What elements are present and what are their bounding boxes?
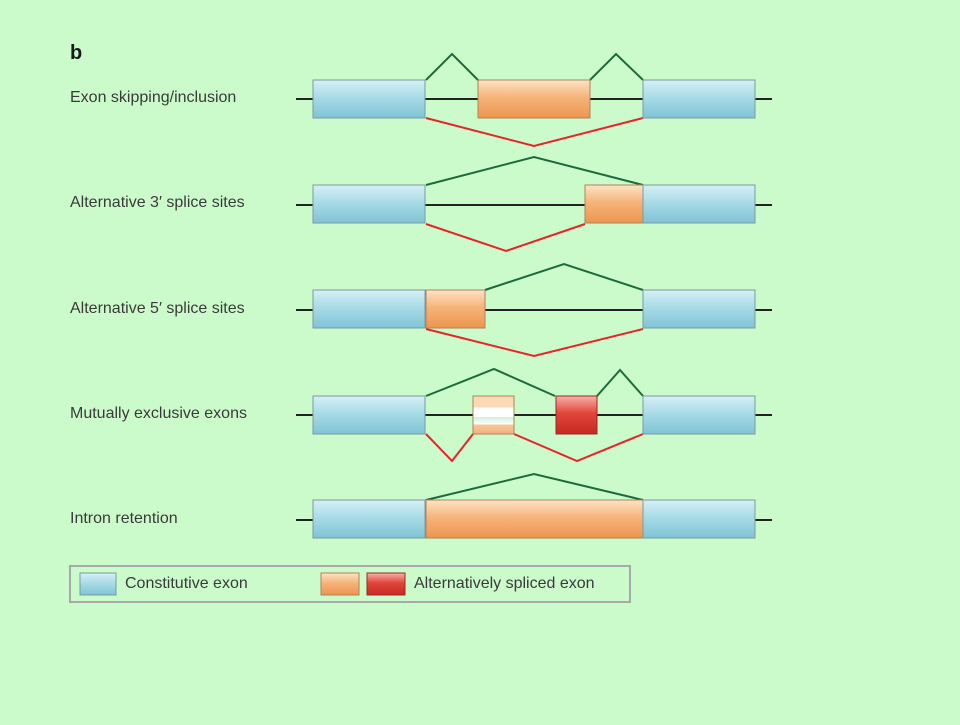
skipping-path bbox=[513, 433, 644, 463]
alternative-exon-extension bbox=[425, 289, 486, 329]
legend-swatch-alternative-orange bbox=[320, 572, 360, 596]
retained-intron bbox=[425, 499, 644, 539]
inclusion-path bbox=[425, 52, 479, 81]
legend bbox=[69, 565, 631, 603]
legend-swatch-alternative-red bbox=[366, 572, 406, 596]
legend-label-constitutive: Constitutive exon bbox=[125, 575, 248, 592]
row-mutually-exclusive bbox=[296, 367, 772, 463]
row-label-exon-skipping: Exon skipping/inclusion bbox=[70, 89, 237, 106]
panel-letter: b bbox=[70, 42, 83, 64]
constitutive-exon bbox=[312, 184, 426, 224]
constitutive-exon bbox=[312, 499, 426, 539]
constitutive-exon bbox=[642, 395, 756, 435]
skipping-path bbox=[425, 328, 644, 358]
alternative-exon-1 bbox=[472, 395, 515, 435]
constitutive-exon bbox=[642, 289, 756, 329]
inclusion-path bbox=[425, 155, 644, 186]
constitutive-exon bbox=[312, 395, 426, 435]
constitutive-exon bbox=[642, 184, 756, 224]
inclusion-path bbox=[589, 52, 644, 81]
inclusion-path bbox=[596, 368, 644, 397]
constitutive-exon bbox=[642, 79, 756, 119]
legend-frame bbox=[69, 565, 631, 603]
skipping-path bbox=[425, 117, 644, 148]
row-alt-3-splice bbox=[296, 155, 772, 253]
constitutive-exon bbox=[312, 289, 426, 329]
row-intron-retention bbox=[296, 472, 772, 539]
skipping-path bbox=[425, 433, 474, 463]
inclusion-path bbox=[425, 472, 644, 501]
constitutive-exon bbox=[642, 499, 756, 539]
row-label-intron-retention: Intron retention bbox=[70, 510, 178, 527]
legend-swatch-constitutive bbox=[79, 572, 117, 596]
row-exon-skipping bbox=[296, 52, 772, 148]
inclusion-path bbox=[425, 367, 556, 397]
row-label-mutually-exclusive: Mutually exclusive exons bbox=[70, 405, 247, 422]
inclusion-path bbox=[484, 262, 644, 291]
alternative-exon-2 bbox=[555, 395, 598, 435]
row-alt-5-splice bbox=[296, 262, 772, 358]
row-label-alt-3-splice: Alternative 3′ splice sites bbox=[70, 194, 245, 211]
constitutive-exon bbox=[312, 79, 426, 119]
alternative-exon bbox=[477, 79, 591, 119]
alternative-exon-extension bbox=[584, 184, 644, 224]
skipping-path bbox=[425, 223, 586, 253]
row-label-alt-5-splice: Alternative 5′ splice sites bbox=[70, 300, 245, 317]
legend-label-alternative: Alternatively spliced exon bbox=[414, 575, 595, 592]
